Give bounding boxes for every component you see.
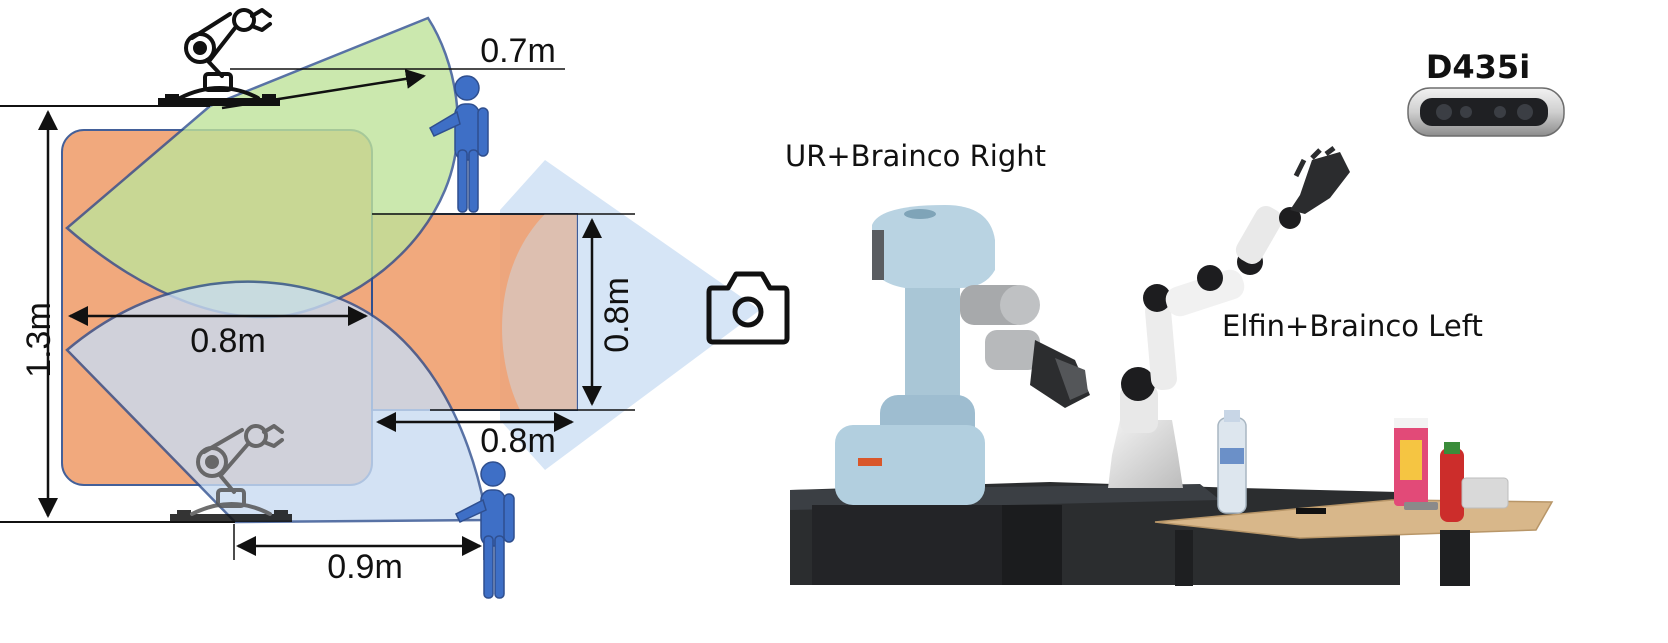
- bottom-reach-label: 0.9m: [327, 548, 403, 586]
- ur-arm-label: UR+Brainco Right: [785, 139, 1046, 173]
- elfin-robot-arm: [1108, 146, 1350, 488]
- reach-label: 0.7m: [480, 32, 556, 70]
- person-icon: [454, 461, 515, 599]
- span-label: 0.8m: [190, 322, 266, 360]
- elfin-arm-label: Elfin+Brainco Left: [1222, 309, 1483, 343]
- robot-arm-icon: [158, 8, 280, 106]
- table-height-label: 0.8m: [598, 277, 636, 353]
- table-objects: [1217, 410, 1509, 522]
- table-width-label: 0.8m: [480, 422, 556, 460]
- camera-icon: [706, 271, 790, 345]
- workspace-diagram: 1.3m 0.8m 0.8m 0.8m 0.7m 0.9m: [0, 8, 790, 599]
- camera-model-label: D435i: [1426, 48, 1530, 86]
- ur-robot-arm: [835, 205, 1090, 505]
- robot-arm-icon: [170, 424, 292, 522]
- lower-robot-reach: [65, 280, 489, 524]
- person-icon: [429, 75, 489, 213]
- depth-camera-icon: [1407, 87, 1565, 137]
- robot-photo: UR+Brainco Right Elfin+Brainco Left D435…: [785, 48, 1565, 586]
- fov-overlap: [502, 214, 577, 410]
- height-label: 1.3m: [20, 302, 58, 378]
